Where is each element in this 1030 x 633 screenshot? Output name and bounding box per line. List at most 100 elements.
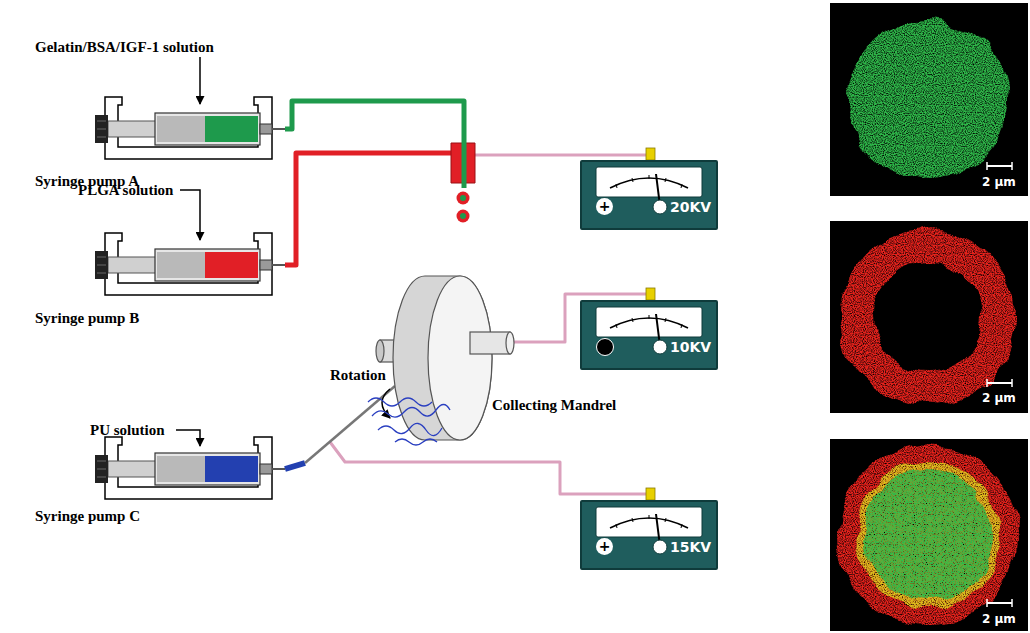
micrograph-panel (848, 20, 1008, 180)
voltage-value: 15KV (670, 539, 711, 555)
polarity-sign: + (596, 198, 613, 215)
polarity-sign: + (596, 538, 613, 555)
power-supply: +15KV (580, 500, 718, 570)
syringe-pump (108, 121, 158, 137)
meter-face (582, 162, 716, 228)
syringe-pump-area: Syringe pump A (30, 95, 280, 190)
core-shell-droplet (460, 213, 466, 219)
pump-heading: Syringe pump B (35, 309, 139, 327)
syringe-pump (95, 437, 285, 499)
micrograph-panel (830, 3, 1028, 196)
syringe-pump (97, 273, 106, 274)
meter-face (582, 502, 716, 568)
meter-tick (649, 315, 650, 319)
micrograph-panel (987, 382, 1012, 384)
meter-tick (616, 184, 617, 188)
syringe-pump (105, 97, 272, 159)
syringe-pump (260, 124, 272, 134)
micrograph-panel (830, 439, 1028, 631)
meter-knob (653, 340, 667, 354)
micrograph-panel (1011, 599, 1013, 607)
pointer-arrow (180, 190, 200, 240)
part-label: Collecting Mandrel (492, 396, 616, 414)
micrograph-panel (986, 599, 988, 607)
syringe-pump (97, 461, 106, 462)
syringe-pump (155, 249, 260, 281)
micrograph-panel (830, 221, 1028, 413)
motion-label: Rotation (330, 366, 386, 384)
feed-tubing (285, 463, 305, 469)
syringe-pump (97, 121, 106, 122)
micrograph-panel (986, 162, 988, 170)
micrograph-panel (830, 221, 1028, 413)
collecting-mandrel (428, 276, 492, 440)
syringe-pump (157, 252, 205, 278)
syringe-pump (97, 477, 106, 478)
voltage-value: 20KV (670, 199, 711, 215)
wire-terminal (646, 148, 655, 160)
meter-tick (616, 524, 617, 528)
meter-scale (610, 178, 688, 188)
syringe-pump (95, 115, 108, 143)
wire-terminal (646, 488, 655, 500)
syringe-pump (108, 257, 158, 273)
core-shell-droplet (457, 192, 470, 205)
pointer-arrow (176, 430, 200, 446)
syringe-pump (95, 97, 285, 159)
syringe-pump (97, 469, 106, 470)
spun-fibers (368, 398, 450, 445)
collecting-mandrel (376, 276, 514, 440)
collecting-mandrel (393, 276, 492, 440)
pointer-arrow (176, 57, 200, 446)
syringe-pump (105, 437, 272, 499)
solution-label: PU solution (90, 421, 165, 439)
syringe-pump (95, 455, 108, 483)
negative-terminal (597, 339, 614, 356)
syringe-pump (155, 453, 260, 485)
meter-scale (610, 318, 688, 328)
meter-tick (616, 324, 617, 328)
feed-tubing (305, 386, 395, 463)
meter-dial (596, 307, 702, 337)
meter-dial (596, 167, 702, 197)
syringe-pump (272, 128, 285, 130)
meter-tick (632, 318, 633, 322)
wire-terminal (646, 288, 655, 300)
power-supply: +20KV (580, 160, 718, 230)
syringe-pump (95, 251, 108, 279)
voltage-value: 10KV (670, 339, 711, 355)
meter-tick (665, 518, 666, 522)
spun-fibers (395, 439, 437, 445)
electric-wire (475, 154, 647, 157)
solution-label: PLGA solution (78, 181, 173, 199)
micrograph-panel (987, 602, 1012, 604)
meter-tick (649, 175, 650, 179)
syringe-pump (205, 456, 258, 482)
scale-bar-label: 2 μm (982, 391, 1016, 406)
feed-tubing (285, 101, 464, 188)
feed-tubing (285, 153, 452, 265)
meter-tick (632, 178, 633, 182)
micrograph-panel (838, 445, 1018, 625)
meter-scale (610, 518, 688, 528)
syringe-pump (260, 260, 272, 270)
core-shell-droplet (460, 195, 466, 201)
micrograph-panel (1011, 379, 1013, 387)
syringe-pump (157, 116, 205, 142)
spun-fibers (368, 398, 432, 406)
scale-bar-label: 2 μm (982, 612, 1016, 627)
micrograph-panel (840, 229, 1016, 405)
syringe-pump (272, 468, 285, 470)
syringe-pump (157, 456, 205, 482)
meter-tick (681, 184, 682, 188)
meter-tick (681, 524, 682, 528)
micrograph-panel (856, 463, 1000, 607)
syringe-pump (97, 265, 106, 266)
collecting-mandrel (506, 332, 514, 354)
collecting-mandrel (376, 340, 384, 362)
meter-tick (681, 324, 682, 328)
syringe-pump (97, 129, 106, 130)
core-shell-droplet (457, 192, 470, 223)
collecting-mandrel (470, 332, 510, 354)
